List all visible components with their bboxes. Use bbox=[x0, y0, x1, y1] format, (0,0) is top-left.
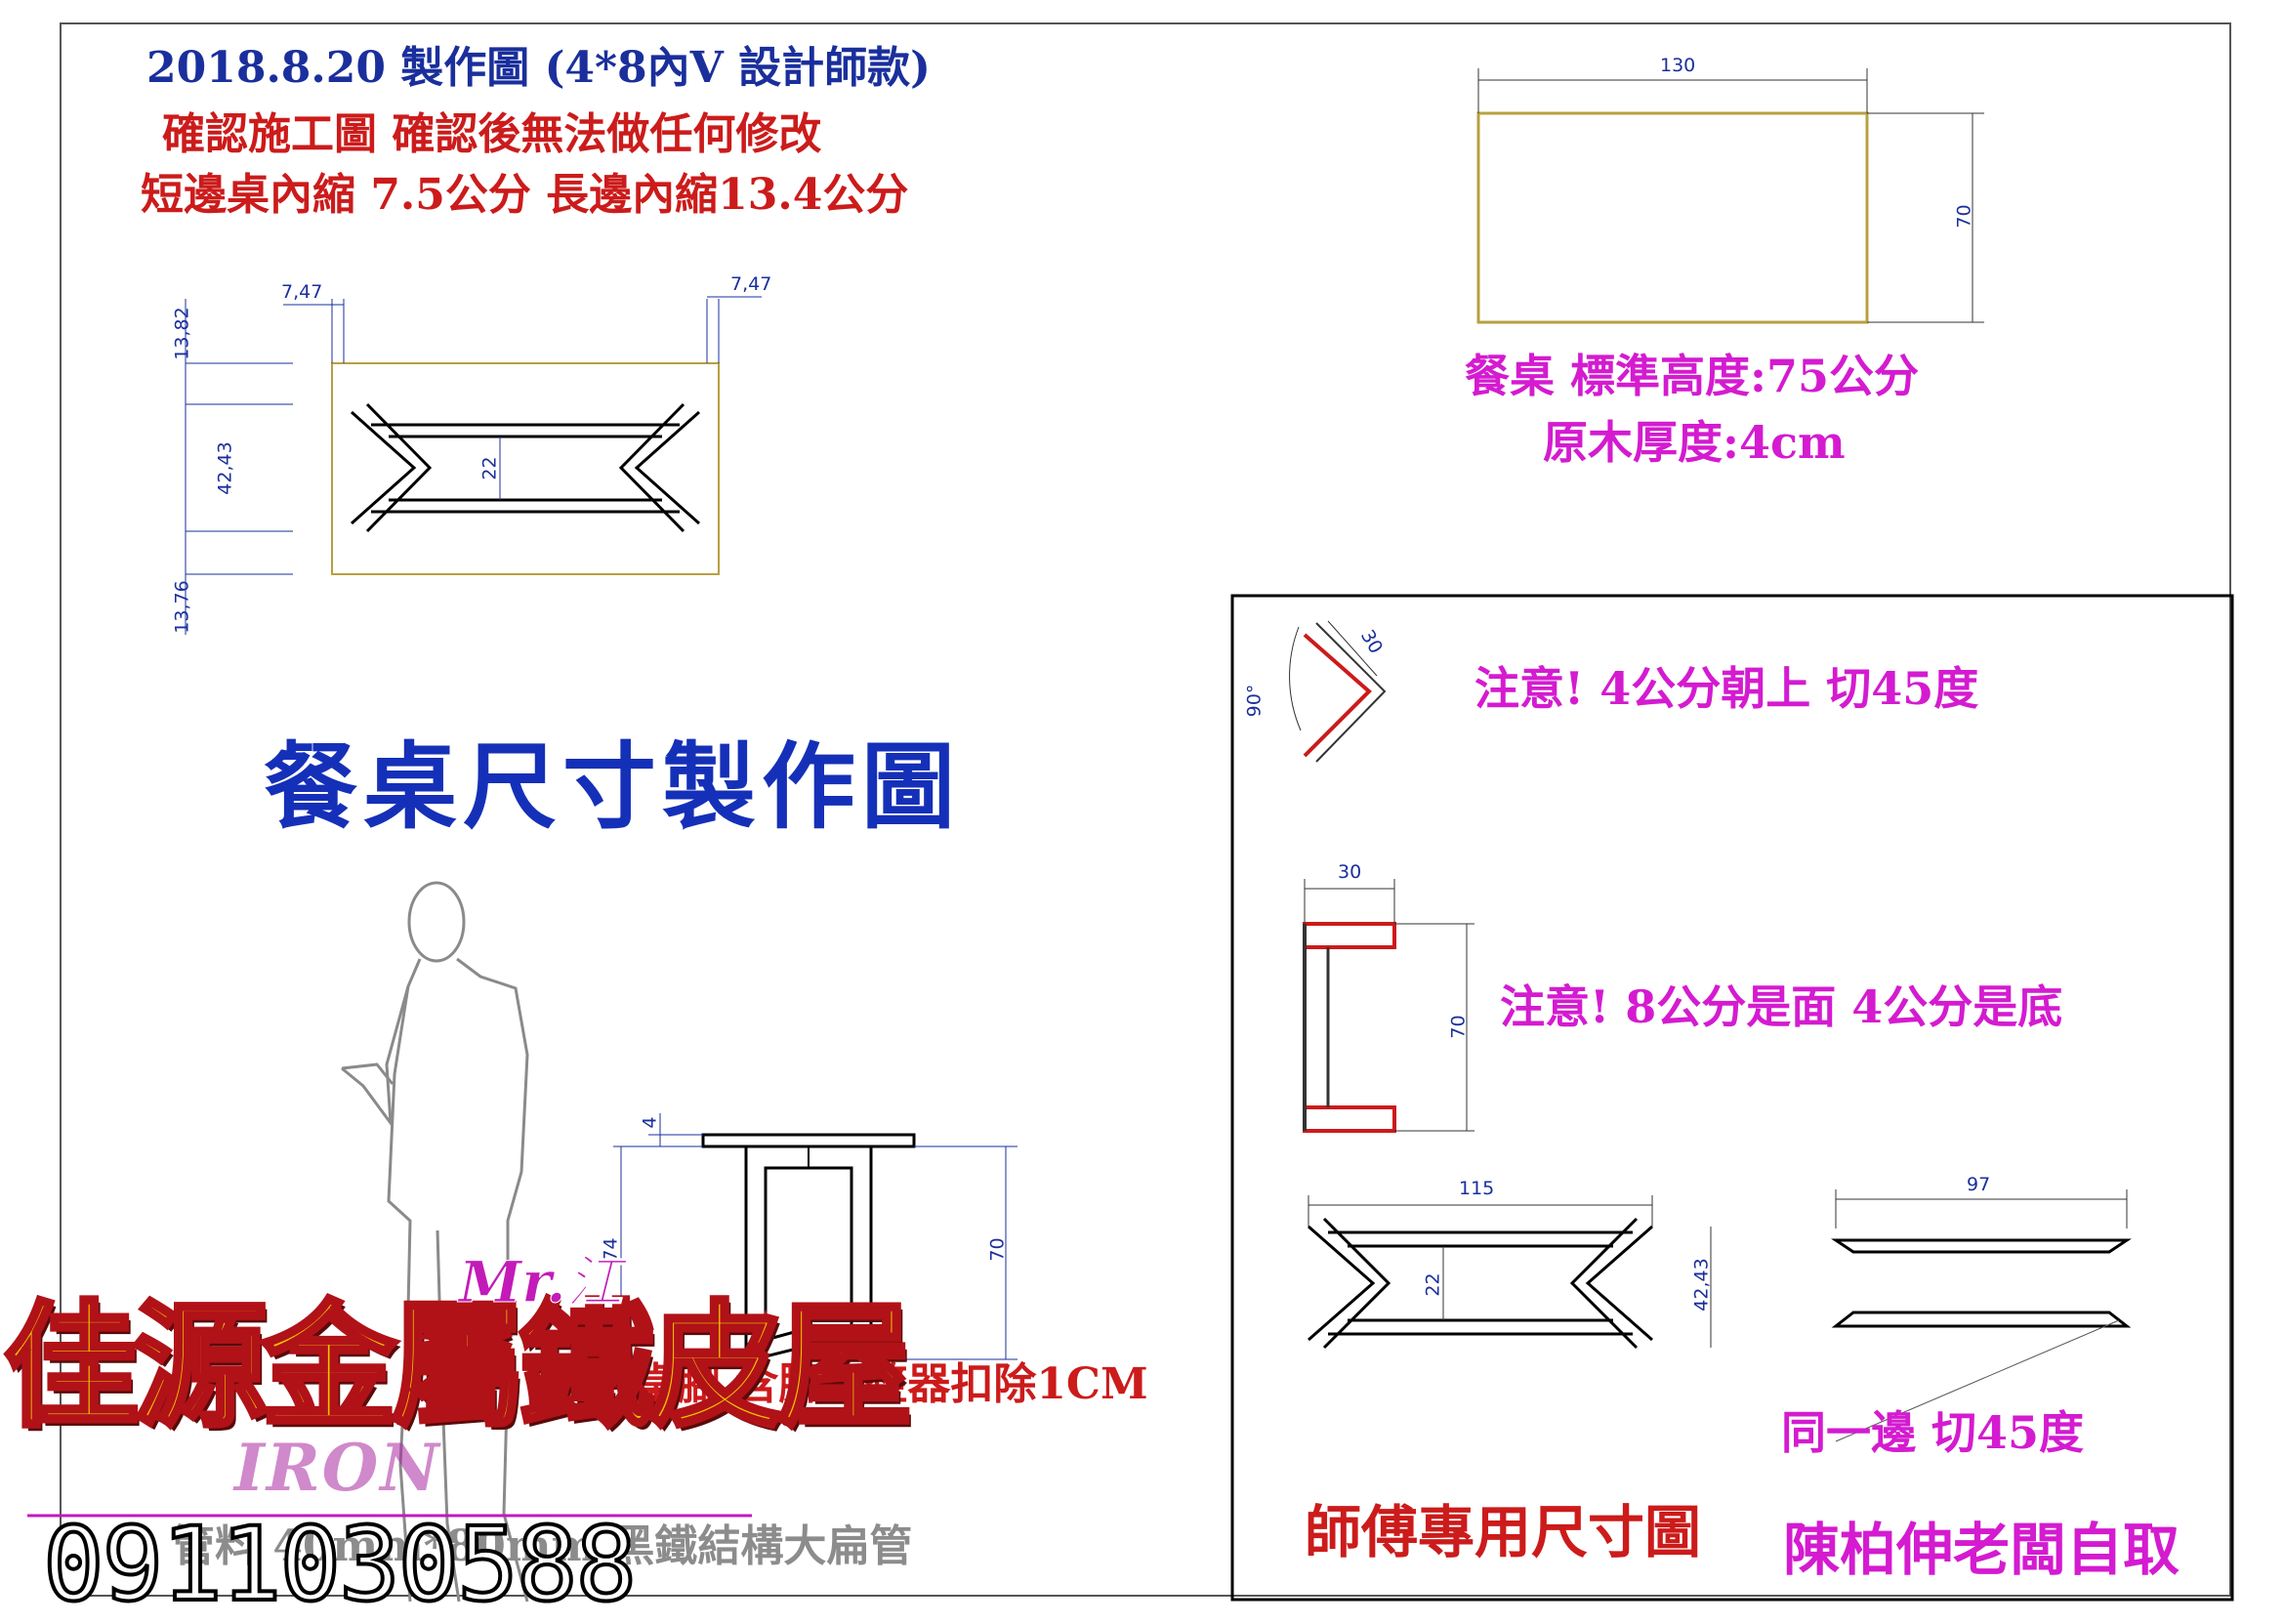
person-sketch bbox=[341, 881, 529, 1603]
master-panel-owner: 陳柏伸老闆自取 bbox=[1783, 1517, 2180, 1583]
dim-right-offset: 7,47 bbox=[730, 273, 772, 295]
dim-frame-length: 115 bbox=[1459, 1178, 1495, 1199]
tabletop-plan bbox=[1476, 68, 1984, 324]
side-view-leg-note: 桌腳 含腳調整器扣除1CM bbox=[635, 1359, 1148, 1409]
dim-tabletop-width: 130 bbox=[1660, 55, 1696, 76]
bracket-piece bbox=[1303, 879, 1474, 1133]
brand-phone-number: 0911030588 bbox=[41, 1505, 639, 1624]
dim-top-margin: 13,82 bbox=[171, 307, 193, 360]
note-face-base: 注意! 8公分是面 4公分是底 bbox=[1500, 980, 2063, 1033]
side-view-dimension-lines bbox=[613, 1113, 1017, 1360]
master-panel-title: 師傅專用尺寸圖 bbox=[1305, 1499, 1702, 1565]
frame-piece bbox=[1308, 1195, 1712, 1350]
dim-top-thickness: 4 bbox=[639, 1116, 661, 1129]
header-date-title: 2018.8.20 製作圖 (4*8內V 設計師款) bbox=[146, 43, 931, 93]
dim-tabletop-depth: 70 bbox=[1953, 204, 1975, 229]
dim-bracket-height: 70 bbox=[1447, 1015, 1470, 1039]
corner-piece bbox=[1289, 620, 1387, 763]
dim-frame-gap: 22 bbox=[1422, 1272, 1444, 1297]
dim-bracket-width: 30 bbox=[1338, 861, 1362, 883]
bar-pieces bbox=[1831, 1189, 2132, 1442]
dim-leg-height: 70 bbox=[986, 1237, 1009, 1262]
note-same-side-45: 同一邊 切45度 bbox=[1781, 1406, 2085, 1459]
dim-left-offset: 7,47 bbox=[281, 281, 323, 303]
header-confirm-note: 確認施工圖 確認後無法做任何修改 bbox=[162, 109, 822, 159]
tabletop-height-note: 餐桌 標準高度:75公分 bbox=[1465, 350, 1920, 402]
side-view-table bbox=[701, 1133, 916, 1363]
dim-bar-length: 97 bbox=[1967, 1174, 1991, 1195]
header-inset-note: 短邊桌內縮 7.5公分 長邊內縮13.4公分 bbox=[141, 170, 909, 220]
tabletop-thickness-note: 原木厚度:4cm bbox=[1543, 416, 1846, 469]
dim-frame-height-master: 42,43 bbox=[1690, 1258, 1713, 1312]
side-view-material-note: 管料 40mm*80mm 黑鐵結構大扁管 bbox=[172, 1521, 913, 1571]
sheet-border bbox=[60, 22, 2231, 1597]
tabletop-outline-topview bbox=[331, 362, 720, 575]
dim-frame-height: 42,43 bbox=[214, 441, 236, 495]
dim-inner-gap: 22 bbox=[478, 456, 501, 480]
master-panel-box bbox=[1230, 594, 2234, 1602]
note-up-45: 注意! 4公分朝上 切45度 bbox=[1474, 662, 1979, 715]
brand-logo-iron: IRON bbox=[234, 1430, 441, 1506]
dim-bottom-margin: 13,76 bbox=[171, 580, 193, 634]
brand-logo-mr: Mr.江 bbox=[459, 1249, 624, 1315]
main-title: 餐桌尺寸製作圖 bbox=[264, 731, 961, 842]
top-view-frame bbox=[331, 362, 720, 575]
brand-logo-text: 佳源金屬鐵皮屋 bbox=[1, 1286, 914, 1445]
top-view-dimension-lines bbox=[185, 296, 762, 635]
dim-angle: 90° bbox=[1243, 684, 1266, 718]
